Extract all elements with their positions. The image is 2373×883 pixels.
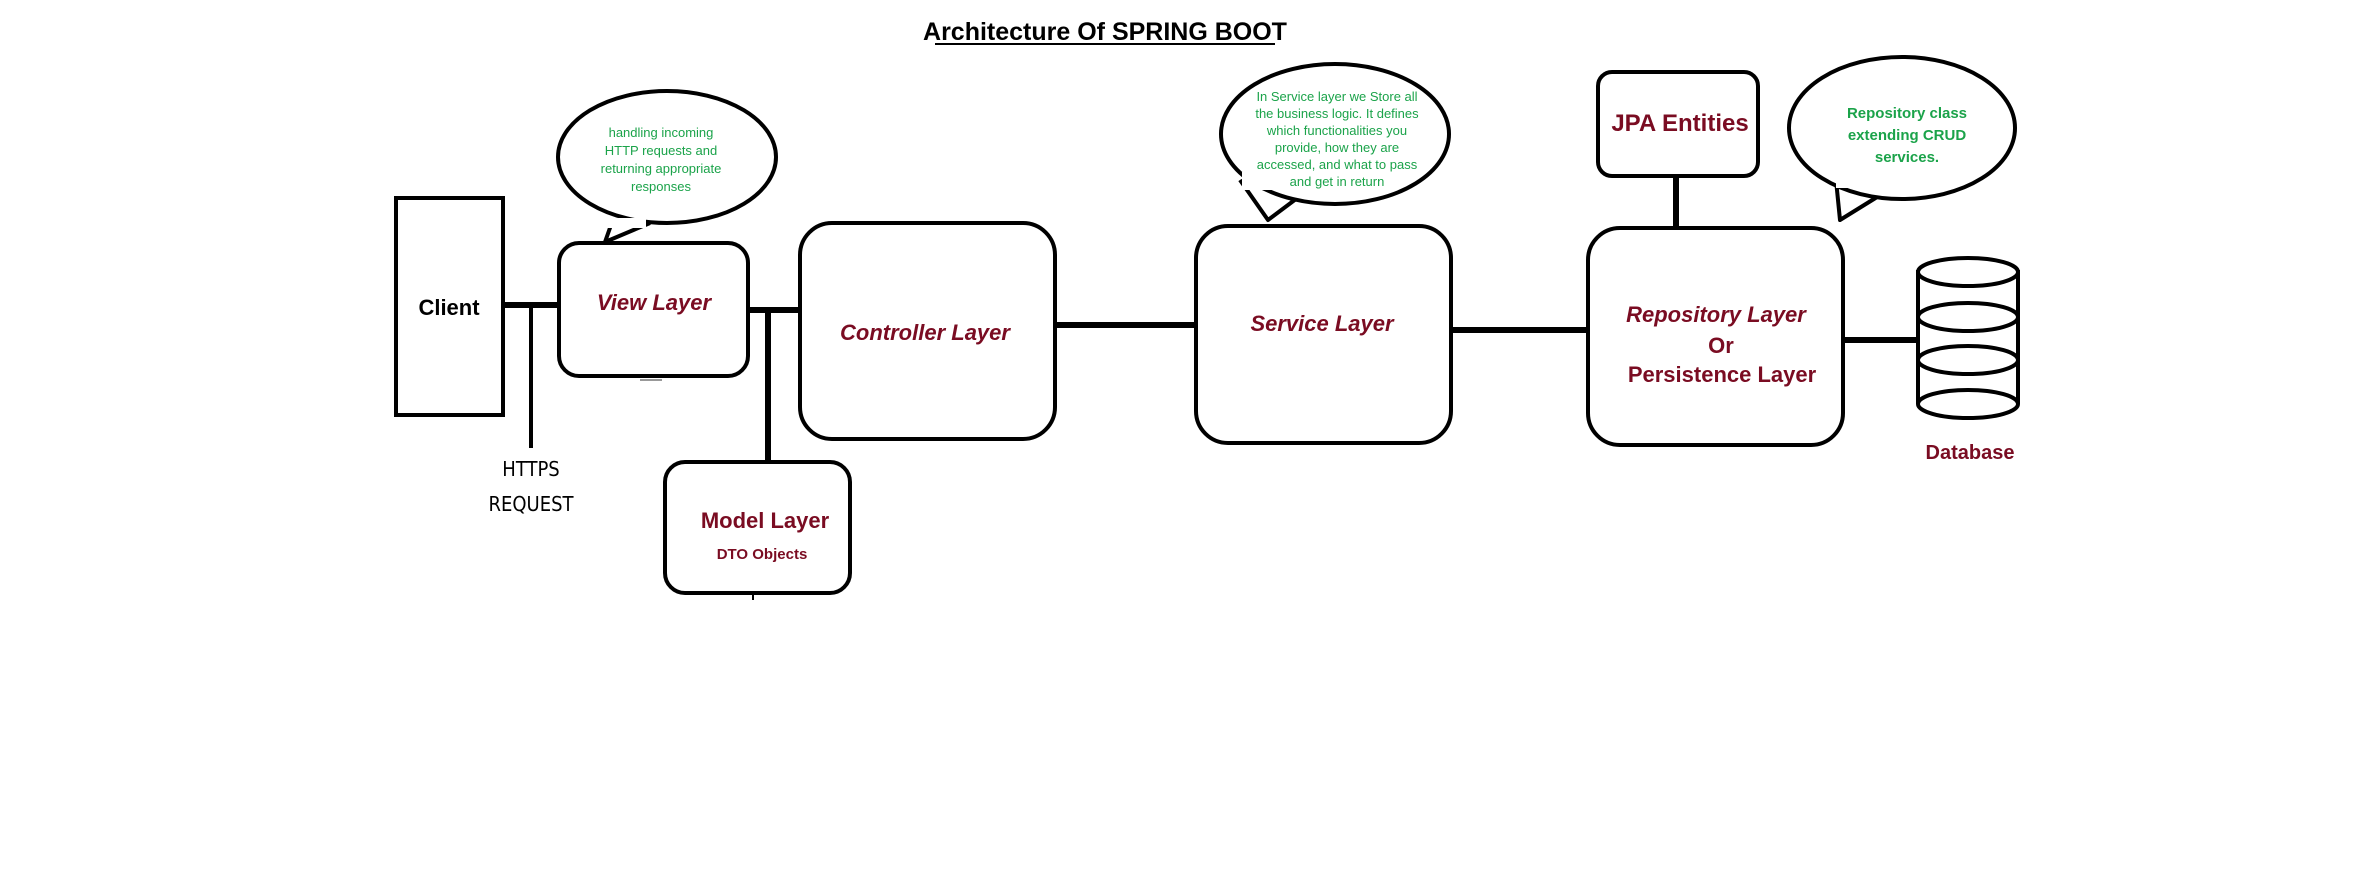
controller-layer-label: Controller Layer xyxy=(840,320,1011,345)
service-note-line: In Service layer we Store all xyxy=(1256,89,1417,104)
client-label: Client xyxy=(418,295,480,320)
database-disc xyxy=(1916,344,2020,376)
repository-bubble-tail-join xyxy=(1836,172,1880,188)
jpa-entities-box: JPA Entities xyxy=(1596,70,1760,178)
client-rect xyxy=(394,196,505,417)
service-layer-box: Service Layer xyxy=(1194,224,1453,445)
jpa-entities-label: JPA Entities xyxy=(1611,110,1748,137)
https-label: HTTPS xyxy=(502,457,559,481)
diagram-title: Architecture Of SPRING BOOT xyxy=(923,18,1287,46)
repository-speech-bubble: Repository class extending CRUD services… xyxy=(1787,55,2017,222)
repository-note-line: services. xyxy=(1875,149,1939,166)
database-label: Database xyxy=(1926,442,2015,464)
repository-layer-label: Repository Layer xyxy=(1626,302,1807,327)
view-layer-label: View Layer xyxy=(597,290,713,315)
view-bubble-outline xyxy=(556,89,778,225)
repository-layer-box: Repository Layer Or Persistence Layer xyxy=(1586,226,1845,447)
request-label: REQUEST xyxy=(489,492,575,516)
view-note-line: HTTP requests and xyxy=(605,143,717,158)
service-layer-rect xyxy=(1194,224,1453,445)
view-layer-speech-bubble: handling incoming HTTP requests and retu… xyxy=(556,89,778,244)
service-note-line: which functionalities you xyxy=(1266,123,1407,138)
database-disc xyxy=(1916,301,2020,333)
view-layer-rect xyxy=(557,241,750,378)
controller-layer-box: Controller Layer xyxy=(798,221,1057,441)
controller-layer-rect xyxy=(798,221,1057,441)
view-note-line: handling incoming xyxy=(609,125,714,140)
repository-note-line: Repository class xyxy=(1847,105,1967,122)
repository-note-line: extending CRUD xyxy=(1848,127,1967,144)
jpa-entities-rect xyxy=(1596,70,1760,178)
view-note-line: returning appropriate xyxy=(601,161,722,176)
model-layer-sublabel: DTO Objects xyxy=(717,546,808,563)
repository-layer-or: Or xyxy=(1708,333,1734,358)
model-layer-label: Model Layer xyxy=(701,508,830,533)
service-bubble-tail-join xyxy=(1242,172,1298,190)
view-layer-box: View Layer xyxy=(557,241,750,378)
persistence-layer-label: Persistence Layer xyxy=(1628,362,1817,387)
database-body xyxy=(1918,270,2018,404)
database-icon xyxy=(1916,256,2020,420)
service-note-line: provide, how they are xyxy=(1275,140,1399,155)
database-disc xyxy=(1916,256,2020,288)
view-note-line: responses xyxy=(631,179,691,194)
service-note-line: accessed, and what to pass xyxy=(1257,157,1418,172)
service-note-line: and get in return xyxy=(1290,174,1385,189)
repository-bubble-outline xyxy=(1787,55,2017,201)
service-note-line: the business logic. It defines xyxy=(1255,106,1419,121)
service-layer-label: Service Layer xyxy=(1250,311,1395,336)
repository-layer-rect xyxy=(1586,226,1845,447)
model-layer-box: Model Layer DTO Objects xyxy=(663,460,852,595)
view-bubble-tail-join xyxy=(600,218,646,228)
service-layer-speech-bubble: In Service layer we Store all the busine… xyxy=(1219,62,1451,222)
database-disc xyxy=(1916,388,2020,420)
model-layer-rect xyxy=(663,460,852,595)
client-box: Client xyxy=(394,196,505,417)
connectors xyxy=(503,176,1918,462)
service-bubble-outline xyxy=(1219,62,1451,206)
